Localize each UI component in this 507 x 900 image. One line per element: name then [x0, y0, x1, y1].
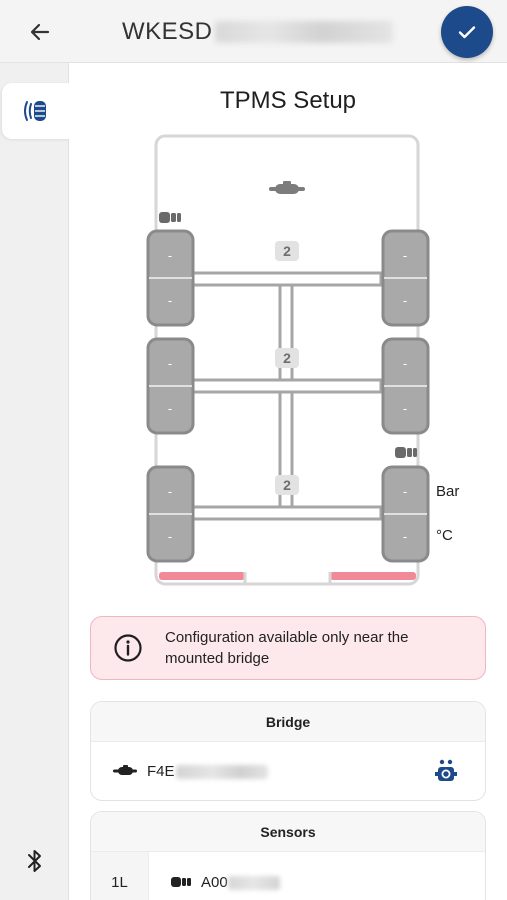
tire-axle1-right[interactable]: - - [381, 229, 430, 327]
sensor-device-icon [171, 877, 191, 887]
bluetooth-status[interactable] [22, 848, 48, 874]
bridge-id-prefix: F4E [147, 762, 175, 780]
tire-value: - [168, 356, 172, 371]
vehicle-id: WKESD [122, 18, 213, 45]
temperature-unit-label: °C [436, 527, 453, 544]
bridge-connected-icon[interactable] [435, 759, 457, 783]
axle-tire-count: 2 [283, 350, 291, 366]
sensors-header: Sensors [91, 812, 485, 852]
rear-left-bumper [159, 572, 245, 580]
check-icon [458, 26, 476, 39]
axle-bar [191, 378, 383, 394]
sensors-card: Sensors 1L A00 [90, 811, 486, 900]
tire-axle2-left[interactable]: - - [146, 337, 195, 435]
tire-axle2-right[interactable]: - - [381, 337, 430, 435]
page-title: TPMS Setup [219, 87, 357, 114]
tire-axle1-left[interactable]: - - [146, 229, 195, 327]
tire-value: - [403, 248, 407, 263]
axle-tire-count-badge [275, 241, 299, 261]
axle-tire-count: 2 [283, 477, 291, 493]
arrow-left-icon [30, 23, 50, 41]
bridge-device-icon [269, 181, 305, 194]
bridge-header: Bridge [91, 702, 485, 742]
tire-value: - [168, 401, 172, 416]
sensor-id-prefix: A00 [201, 873, 228, 891]
sensor-position: 1L [91, 852, 149, 900]
main-content: TPMS Setup 2 [69, 63, 507, 900]
bridge-id: F4E [147, 763, 268, 780]
sidebar [0, 63, 70, 900]
sensor-row[interactable]: 1L A00 [91, 852, 485, 900]
sidebar-item-tpms[interactable] [2, 83, 70, 139]
top-app-bar: WKESD [0, 0, 507, 63]
tire-value: - [403, 401, 407, 416]
sensor-marker-icon [395, 447, 417, 458]
tire-value: - [403, 484, 407, 499]
axle-tire-count-badge [275, 348, 299, 368]
pressure-unit-label: Bar [436, 483, 460, 500]
tire-value: - [403, 529, 407, 544]
vehicle-title: WKESD [122, 16, 393, 48]
warning-message: Configuration available only near the mo… [165, 629, 409, 667]
proximity-warning: Configuration available only near the mo… [90, 616, 486, 680]
bridge-device-icon [113, 765, 137, 775]
back-button[interactable] [22, 14, 58, 50]
tire-axle3-right[interactable]: - - [381, 465, 430, 563]
tire-value: - [403, 293, 407, 308]
tire-value: - [403, 356, 407, 371]
redacted-sensor-id [227, 875, 280, 890]
confirm-button[interactable] [441, 6, 493, 58]
sensor-id: A00 [201, 874, 280, 891]
tire-axle3-left[interactable]: - - [146, 465, 195, 563]
axle-tire-count: 2 [283, 243, 291, 259]
vehicle-axle-diagram: 2 2 2 - - - - - - [146, 134, 430, 586]
bridge-row[interactable]: F4E [91, 742, 485, 800]
tire-value: - [168, 293, 172, 308]
tire-value: - [168, 248, 172, 263]
sensor-marker-icon [159, 212, 181, 223]
bridge-card: Bridge F4E [90, 701, 486, 801]
tire-value: - [168, 529, 172, 544]
redacted-bridge-id [175, 764, 268, 779]
info-icon [114, 634, 142, 662]
axle-tire-count-badge [275, 475, 299, 495]
bluetooth-icon [28, 850, 41, 872]
axle-bar [191, 505, 383, 521]
tpms-tire-icon [24, 101, 46, 121]
tire-value: - [168, 484, 172, 499]
redacted-vin [214, 21, 393, 43]
axle-bar [191, 271, 383, 287]
rear-right-bumper [330, 572, 416, 580]
